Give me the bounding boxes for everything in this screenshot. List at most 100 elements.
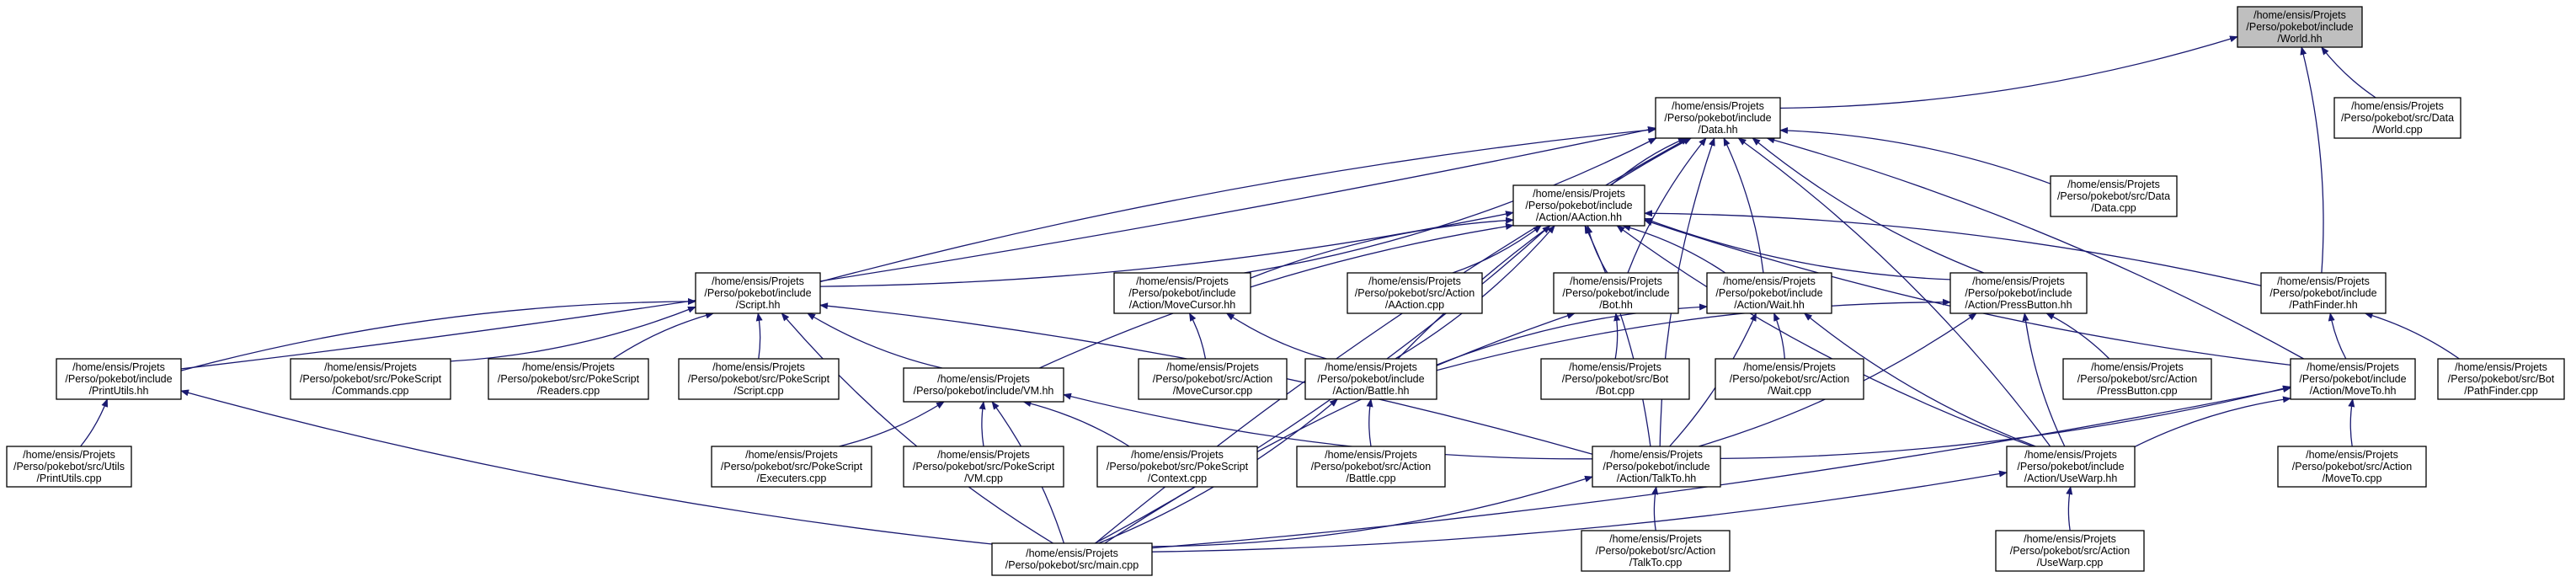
node-talkto-cpp[interactable]: /home/ensis/Projets/Perso/pokebot/src/Ac… — [1581, 530, 1731, 572]
node-label-line: /Perso/pokebot/src/PokeScript — [688, 373, 830, 385]
node-data-cpp[interactable]: /home/ensis/Projets/Perso/pokebot/src/Da… — [2050, 175, 2178, 217]
node-label-line: /Perso/pokebot/include — [1664, 112, 1771, 124]
node-commands-cpp[interactable]: /home/ensis/Projets/Perso/pokebot/src/Po… — [290, 358, 451, 400]
edge-main_cpp-to-talkto_hh — [1151, 475, 1593, 547]
node-box — [2437, 358, 2565, 400]
node-vm-hh[interactable]: /home/ensis/Projets/Perso/pokebot/includ… — [903, 367, 1064, 403]
node-main-cpp[interactable]: /home/ensis/Projets/Perso/pokebot/src/ma… — [991, 542, 1153, 576]
edge-wait_cpp-to-wait_hh — [1773, 312, 1786, 360]
node-box — [1655, 97, 1781, 139]
node-box — [1949, 272, 2088, 314]
node-printutils-hh[interactable]: /home/ensis/Projets/Perso/pokebot/includ… — [56, 358, 182, 400]
edge-script_hh-to-data_hh — [819, 126, 1656, 283]
node-label-line: /Context.cpp — [1148, 473, 1207, 484]
node-box — [1138, 358, 1288, 400]
node-label-line: /Perso/pokebot/include — [1525, 200, 1632, 211]
node-label-line: /Perso/pokebot/include — [1128, 287, 1235, 299]
node-usewarp-hh[interactable]: /home/ensis/Projets/Perso/pokebot/includ… — [2006, 446, 2136, 488]
node-movecursor-hh[interactable]: /home/ensis/Projets/Perso/pokebot/includ… — [1113, 272, 1251, 314]
node-moveto-hh[interactable]: /home/ensis/Projets/Perso/pokebot/includ… — [2290, 358, 2416, 400]
edge-bot_hh-to-aaction_hh — [1586, 225, 1608, 274]
node-aaction-hh[interactable]: /home/ensis/Projets/Perso/pokebot/includ… — [1512, 184, 1645, 227]
node-printutils-cpp[interactable]: /home/ensis/Projets/Perso/pokebot/src/Ut… — [6, 446, 132, 488]
node-talkto-hh[interactable]: /home/ensis/Projets/Perso/pokebot/includ… — [1592, 446, 1721, 488]
node-label-line: /home/ensis/Projets — [1569, 361, 1661, 373]
edge-moveto_hh-to-data_hh — [1766, 136, 2304, 360]
node-aaction-cpp[interactable]: /home/ensis/Projets/Perso/pokebot/src/Ac… — [1347, 272, 1483, 314]
node-box — [6, 446, 132, 488]
node-script-hh[interactable]: /home/ensis/Projets/Perso/pokebot/includ… — [695, 272, 821, 314]
node-bot-hh[interactable]: /home/ensis/Projets/Perso/pokebot/includ… — [1553, 272, 1679, 314]
node-wait-cpp[interactable]: /home/ensis/Projets/Perso/pokebot/src/Ac… — [1715, 358, 1864, 400]
node-bot-cpp[interactable]: /home/ensis/Projets/Perso/pokebot/src/Bo… — [1540, 358, 1690, 400]
node-label-line: /home/ensis/Projets — [2253, 9, 2346, 21]
node-label-line: /Bot.cpp — [1596, 385, 1635, 397]
node-label-line: /MoveCursor.cpp — [1173, 385, 1253, 397]
edge-pathfinder_cpp-to-pathfinder_hh — [2364, 312, 2460, 360]
node-box — [2006, 446, 2136, 488]
node-box — [1304, 358, 1437, 400]
node-box — [678, 358, 840, 400]
node-box — [1706, 272, 1832, 314]
node-world-hh[interactable]: /home/ensis/Projets/Perso/pokebot/includ… — [2237, 6, 2363, 48]
node-readers-cpp[interactable]: /home/ensis/Projets/Perso/pokebot/src/Po… — [488, 358, 649, 400]
node-label-line: /home/ensis/Projets — [1026, 547, 1118, 559]
node-box — [1581, 530, 1731, 572]
node-moveto-cpp[interactable]: /home/ensis/Projets/Perso/pokebot/src/Ac… — [2277, 446, 2427, 488]
node-box — [903, 367, 1064, 403]
node-label-line: /PrintUtils.hh — [89, 385, 149, 397]
edge-talkto_hh-to-vm_hh — [1063, 392, 1593, 460]
node-pathfinder-cpp[interactable]: /home/ensis/Projets/Perso/pokebot/src/Bo… — [2437, 358, 2565, 400]
node-label-line: /Action/Wait.hh — [1734, 299, 1805, 311]
node-battle-hh[interactable]: /home/ensis/Projets/Perso/pokebot/includ… — [1304, 358, 1437, 400]
node-executers-cpp[interactable]: /home/ensis/Projets/Perso/pokebot/src/Po… — [711, 446, 872, 488]
edge-movecursor_cpp-to-movecursor_hh — [1188, 312, 1207, 360]
node-data-hh[interactable]: /home/ensis/Projets/Perso/pokebot/includ… — [1655, 97, 1781, 139]
node-box — [695, 272, 821, 314]
node-label-line: /Action/Battle.hh — [1332, 385, 1409, 397]
node-pressbutton-cpp[interactable]: /home/ensis/Projets/Perso/pokebot/src/Ac… — [2062, 358, 2212, 400]
node-label-line: /AAction.cpp — [1385, 299, 1444, 311]
node-pathfinder-hh[interactable]: /home/ensis/Projets/Perso/pokebot/includ… — [2260, 272, 2387, 314]
node-world-cpp[interactable]: /home/ensis/Projets/Perso/pokebot/src/Da… — [2333, 97, 2461, 139]
edge-pathfinder_hh-to-aaction_hh — [1644, 210, 2262, 286]
node-battle-cpp[interactable]: /home/ensis/Projets/Perso/pokebot/src/Ac… — [1296, 446, 1446, 488]
node-label-line: /Executers.cpp — [757, 473, 827, 484]
edge-pressbutton_hh-to-aaction_hh — [1644, 217, 1951, 280]
node-box — [2062, 358, 2212, 400]
edge-printutils_cpp-to-printutils_hh — [80, 398, 109, 447]
edge-main_cpp-to-script_hh — [781, 312, 1053, 544]
node-box — [1715, 358, 1864, 400]
node-box — [2290, 358, 2416, 400]
node-context-cpp[interactable]: /home/ensis/Projets/Perso/pokebot/src/Po… — [1096, 446, 1258, 488]
node-label-line: /home/ensis/Projets — [937, 373, 1030, 385]
node-wait-hh[interactable]: /home/ensis/Projets/Perso/pokebot/includ… — [1706, 272, 1832, 314]
edge-moveto_cpp-to-moveto_hh — [2348, 398, 2355, 447]
node-label-line: /home/ensis/Projets — [1368, 275, 1461, 287]
node-box — [1512, 184, 1645, 227]
edge-bot_cpp-to-bot_hh — [1613, 312, 1621, 360]
edge-battle_hh-to-pressbutton_hh — [1436, 298, 1951, 371]
node-movecursor-cpp[interactable]: /home/ensis/Projets/Perso/pokebot/src/Ac… — [1138, 358, 1288, 400]
node-label-line: /TalkTo.cpp — [1629, 557, 1683, 569]
node-label-line: /Data.cpp — [2091, 202, 2136, 214]
node-label-line: /Action/UseWarp.hh — [2024, 473, 2118, 484]
edge-usewarp_hh-to-data_hh — [1737, 137, 2051, 447]
edge-main_cpp-to-moveto_hh — [1151, 386, 2291, 549]
node-pressbutton-hh[interactable]: /home/ensis/Projets/Perso/pokebot/includ… — [1949, 272, 2088, 314]
node-label-line: /home/ensis/Projets — [712, 361, 805, 373]
node-box — [991, 542, 1153, 576]
node-label-line: /Action/PressButton.hh — [1965, 299, 2072, 311]
node-label-line: /Perso/pokebot/include — [704, 287, 811, 299]
edge-data_hh-to-world_hh — [1779, 35, 2238, 109]
node-label-line: /Script.cpp — [733, 385, 783, 397]
node-box — [711, 446, 872, 488]
node-box — [1553, 272, 1679, 314]
node-vm-cpp[interactable]: /home/ensis/Projets/Perso/pokebot/src/Po… — [903, 446, 1064, 488]
node-label-line: /Script.hh — [736, 299, 781, 311]
edge-talkto_hh-to-moveto_hh — [1720, 385, 2291, 460]
node-script-cpp[interactable]: /home/ensis/Projets/Perso/pokebot/src/Po… — [678, 358, 840, 400]
node-label-line: /Perso/pokebot/src/Data — [2341, 112, 2454, 124]
node-label-line: /home/ensis/Projets — [1672, 100, 1764, 112]
node-usewarp-cpp[interactable]: /home/ensis/Projets/Perso/pokebot/src/Ac… — [1995, 530, 2145, 572]
